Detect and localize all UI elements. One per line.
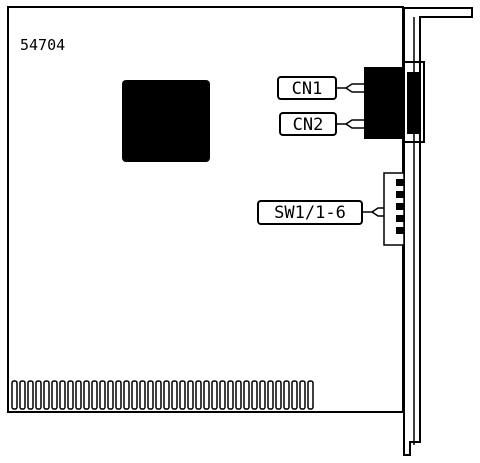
edge-finger xyxy=(211,380,218,410)
edge-finger xyxy=(155,380,162,410)
edge-finger xyxy=(131,380,138,410)
edge-finger xyxy=(251,380,258,410)
edge-finger xyxy=(307,380,314,410)
edge-finger xyxy=(259,380,266,410)
connector-block xyxy=(364,67,404,139)
edge-finger xyxy=(27,380,34,410)
edge-finger xyxy=(275,380,282,410)
edge-finger xyxy=(91,380,98,410)
edge-finger xyxy=(51,380,58,410)
edge-finger xyxy=(123,380,130,410)
edge-finger xyxy=(163,380,170,410)
edge-finger xyxy=(171,380,178,410)
edge-finger xyxy=(43,380,50,410)
edge-finger xyxy=(83,380,90,410)
edge-finger xyxy=(219,380,226,410)
edge-finger xyxy=(195,380,202,410)
edge-finger xyxy=(203,380,210,410)
edge-finger xyxy=(147,380,154,410)
cn2-label: CN2 xyxy=(293,115,324,135)
edge-finger xyxy=(299,380,306,410)
edge-finger xyxy=(99,380,106,410)
mounting-bracket xyxy=(403,7,473,456)
sw1-label: SW1/1-6 xyxy=(274,203,346,223)
edge-finger xyxy=(67,380,74,410)
connector-flange-fill xyxy=(407,72,421,134)
edge-finger xyxy=(283,380,290,410)
cn2-callout: CN2 xyxy=(279,112,364,136)
edge-finger xyxy=(243,380,250,410)
main-chip xyxy=(122,80,210,162)
cn1-label: CN1 xyxy=(292,79,323,99)
edge-finger xyxy=(179,380,186,410)
edge-finger xyxy=(115,380,122,410)
edge-finger xyxy=(267,380,274,410)
edge-finger xyxy=(19,380,26,410)
dip-switch-sw1 xyxy=(383,172,405,246)
edge-connector xyxy=(11,380,314,410)
edge-finger xyxy=(107,380,114,410)
edge-finger xyxy=(11,380,18,410)
edge-finger xyxy=(187,380,194,410)
cn1-callout: CN1 xyxy=(277,76,364,100)
part-number: 54704 xyxy=(20,36,65,54)
edge-finger xyxy=(59,380,66,410)
edge-finger xyxy=(35,380,42,410)
connector-flange xyxy=(403,61,425,143)
sw1-callout: SW1/1-6 xyxy=(257,200,384,225)
edge-finger xyxy=(235,380,242,410)
edge-finger xyxy=(291,380,298,410)
edge-finger xyxy=(75,380,82,410)
edge-finger xyxy=(139,380,146,410)
edge-finger xyxy=(227,380,234,410)
